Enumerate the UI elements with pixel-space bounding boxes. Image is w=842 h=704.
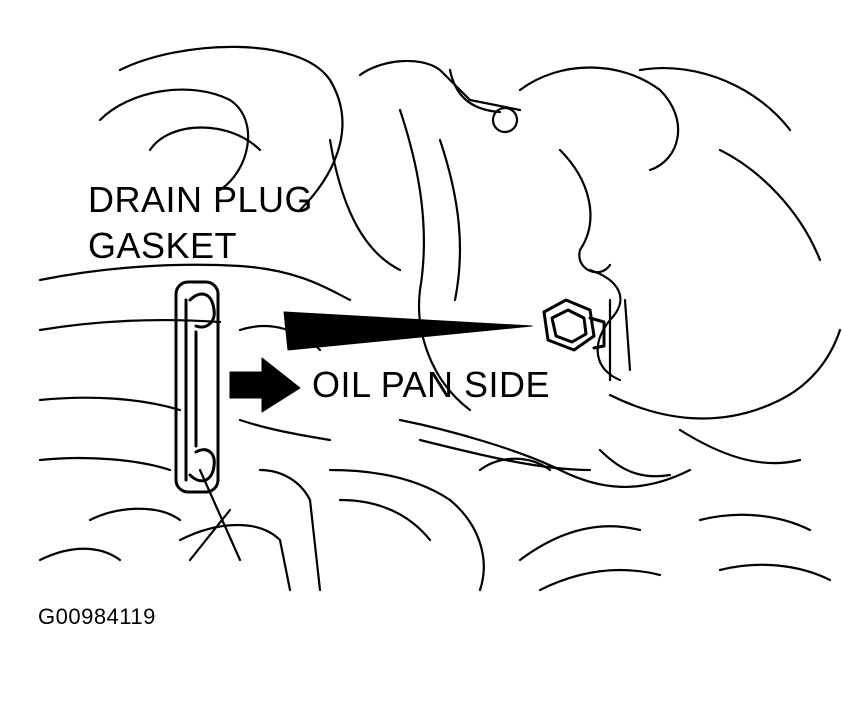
- oil-pan-side-arrow: [229, 357, 301, 413]
- leader-wedge: [283, 311, 533, 351]
- drain-plug-gasket: [174, 280, 220, 494]
- engine-line-art: [38, 45, 842, 592]
- figure-id: G00984119: [38, 604, 156, 629]
- gasket-label-line1: DRAIN PLUG: [88, 179, 314, 220]
- gasket-label-line2: GASKET: [88, 225, 238, 266]
- oil-pan-side-label: OIL PAN SIDE: [312, 364, 551, 405]
- drain-plug-bolt: [542, 298, 606, 352]
